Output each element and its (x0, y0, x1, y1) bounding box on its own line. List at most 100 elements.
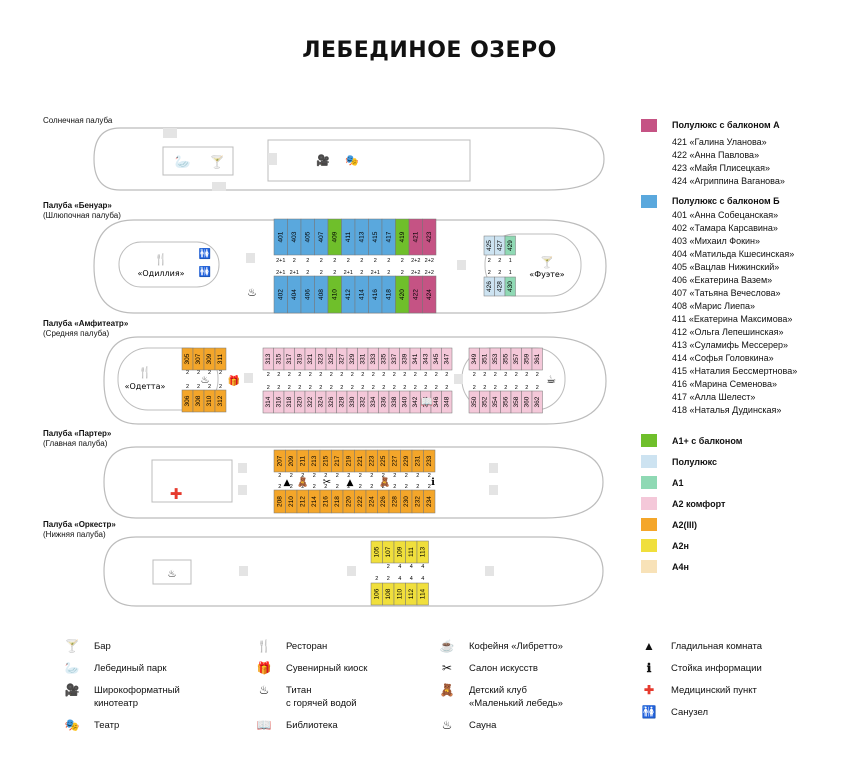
cabin-109[interactable]: 109 (393, 540, 406, 564)
cabin-430[interactable]: 430 (504, 276, 516, 297)
cabin-234[interactable]: 234 (423, 489, 436, 514)
cabin-342[interactable]: 342 (409, 390, 421, 414)
cabin-222[interactable]: 222 (354, 489, 367, 514)
cabin-336[interactable]: 336 (378, 390, 390, 414)
cabin-343[interactable]: 343 (420, 347, 432, 371)
cabin-328[interactable]: 328 (336, 390, 348, 414)
cabin-215[interactable]: 215 (319, 449, 332, 473)
cabin-326[interactable]: 326 (325, 390, 337, 414)
cabin-415[interactable]: 415 (368, 218, 383, 256)
cabin-214[interactable]: 214 (308, 489, 321, 514)
cabin-305[interactable]: 305 (181, 347, 194, 371)
cabin-408[interactable]: 408 (314, 275, 329, 314)
cabin-327[interactable]: 327 (336, 347, 348, 371)
cabin-210[interactable]: 210 (285, 489, 298, 514)
cabin-339[interactable]: 339 (399, 347, 411, 371)
cabin-333[interactable]: 333 (367, 347, 379, 371)
cabin-425[interactable]: 425 (483, 235, 495, 256)
cabin-357[interactable]: 357 (510, 347, 522, 371)
cabin-414[interactable]: 414 (354, 275, 369, 314)
cabin-345[interactable]: 345 (430, 347, 442, 371)
cabin-224[interactable]: 224 (365, 489, 378, 514)
cabin-209[interactable]: 209 (285, 449, 298, 473)
cabin-211[interactable]: 211 (296, 449, 309, 473)
cabin-324[interactable]: 324 (315, 390, 327, 414)
cabin-309[interactable]: 309 (203, 347, 216, 371)
cabin-105[interactable]: 105 (370, 540, 383, 564)
cabin-349[interactable]: 349 (468, 347, 480, 371)
cabin-426[interactable]: 426 (483, 276, 495, 297)
cabin-320[interactable]: 320 (294, 390, 306, 414)
cabin-110[interactable]: 110 (393, 582, 406, 606)
cabin-233[interactable]: 233 (423, 449, 436, 473)
cabin-329[interactable]: 329 (346, 347, 358, 371)
cabin-319[interactable]: 319 (294, 347, 306, 371)
cabin-429[interactable]: 429 (504, 235, 516, 256)
cabin-307[interactable]: 307 (192, 347, 205, 371)
cabin-334[interactable]: 334 (367, 390, 379, 414)
cabin-355[interactable]: 355 (500, 347, 512, 371)
cabin-361[interactable]: 361 (531, 347, 543, 371)
cabin-316[interactable]: 316 (273, 390, 285, 414)
cabin-221[interactable]: 221 (354, 449, 367, 473)
cabin-226[interactable]: 226 (377, 489, 390, 514)
cabin-308[interactable]: 308 (192, 389, 205, 413)
cabin-348[interactable]: 348 (441, 390, 453, 414)
cabin-232[interactable]: 232 (411, 489, 424, 514)
cabin-404[interactable]: 404 (287, 275, 302, 314)
cabin-311[interactable]: 311 (214, 347, 227, 371)
cabin-322[interactable]: 322 (304, 390, 316, 414)
cabin-419[interactable]: 419 (395, 218, 410, 256)
cabin-317[interactable]: 317 (283, 347, 295, 371)
cabin-412[interactable]: 412 (341, 275, 356, 314)
cabin-354[interactable]: 354 (489, 390, 501, 414)
cabin-217[interactable]: 217 (331, 449, 344, 473)
cabin-332[interactable]: 332 (357, 390, 369, 414)
cabin-405[interactable]: 405 (300, 218, 315, 256)
cabin-410[interactable]: 410 (327, 275, 342, 314)
cabin-417[interactable]: 417 (381, 218, 396, 256)
cabin-113[interactable]: 113 (416, 540, 429, 564)
cabin-401[interactable]: 401 (273, 218, 288, 256)
cabin-358[interactable]: 358 (510, 390, 522, 414)
cabin-314[interactable]: 314 (262, 390, 274, 414)
cabin-321[interactable]: 321 (304, 347, 316, 371)
cabin-413[interactable]: 413 (354, 218, 369, 256)
cabin-335[interactable]: 335 (378, 347, 390, 371)
cabin-216[interactable]: 216 (319, 489, 332, 514)
cabin-313[interactable]: 313 (262, 347, 274, 371)
cabin-312[interactable]: 312 (214, 389, 227, 413)
cabin-111[interactable]: 111 (405, 540, 418, 564)
cabin-315[interactable]: 315 (273, 347, 285, 371)
cabin-325[interactable]: 325 (325, 347, 337, 371)
cabin-331[interactable]: 331 (357, 347, 369, 371)
cabin-353[interactable]: 353 (489, 347, 501, 371)
cabin-351[interactable]: 351 (479, 347, 491, 371)
cabin-409[interactable]: 409 (327, 218, 342, 256)
cabin-213[interactable]: 213 (308, 449, 321, 473)
cabin-323[interactable]: 323 (315, 347, 327, 371)
cabin-338[interactable]: 338 (388, 390, 400, 414)
cabin-337[interactable]: 337 (388, 347, 400, 371)
cabin-220[interactable]: 220 (342, 489, 355, 514)
cabin-407[interactable]: 407 (314, 218, 329, 256)
cabin-359[interactable]: 359 (521, 347, 533, 371)
cabin-424[interactable]: 424 (422, 275, 437, 314)
cabin-306[interactable]: 306 (181, 389, 194, 413)
cabin-219[interactable]: 219 (342, 449, 355, 473)
cabin-403[interactable]: 403 (287, 218, 302, 256)
cabin-230[interactable]: 230 (400, 489, 413, 514)
cabin-223[interactable]: 223 (365, 449, 378, 473)
cabin-427[interactable]: 427 (494, 235, 506, 256)
cabin-347[interactable]: 347 (441, 347, 453, 371)
cabin-416[interactable]: 416 (368, 275, 383, 314)
cabin-341[interactable]: 341 (409, 347, 421, 371)
cabin-218[interactable]: 218 (331, 489, 344, 514)
cabin-330[interactable]: 330 (346, 390, 358, 414)
cabin-212[interactable]: 212 (296, 489, 309, 514)
cabin-402[interactable]: 402 (273, 275, 288, 314)
cabin-112[interactable]: 112 (405, 582, 418, 606)
cabin-229[interactable]: 229 (400, 449, 413, 473)
cabin-420[interactable]: 420 (395, 275, 410, 314)
cabin-207[interactable]: 207 (273, 449, 286, 473)
